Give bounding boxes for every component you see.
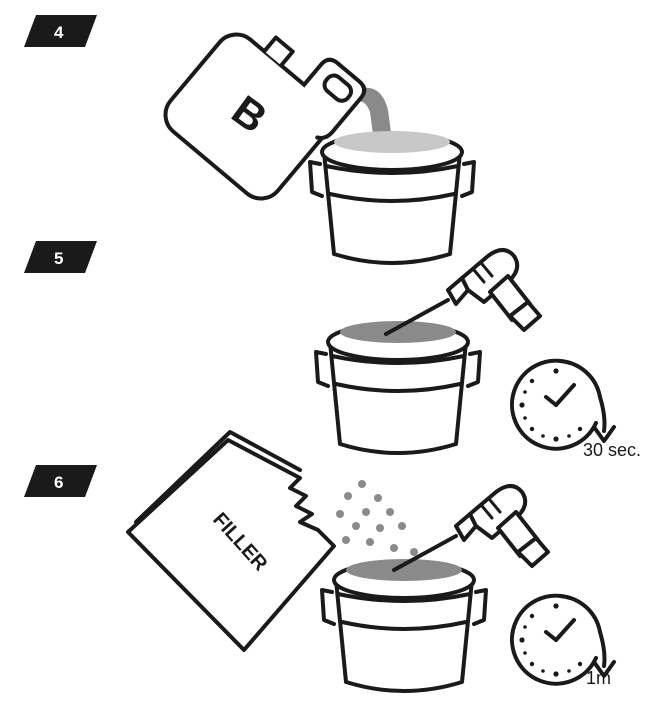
step-badge-5: 5 (24, 241, 97, 273)
drill-mixer-icon (394, 486, 548, 570)
stopwatch-icon (512, 361, 614, 449)
bucket-icon (316, 321, 480, 453)
step-number-4: 4 (54, 23, 64, 42)
timer-label-30s: 30 sec. (583, 440, 641, 460)
filler-particles (336, 480, 418, 556)
step-number-5: 5 (54, 249, 63, 268)
step-number-6: 6 (54, 473, 63, 492)
filler-bag-icon: FILLER (128, 432, 334, 650)
step-5: 5 30 sec. (24, 241, 641, 460)
step-badge-6: 6 (24, 465, 97, 497)
step-6: 6 FILLER (24, 432, 614, 691)
bucket-icon (310, 131, 474, 263)
step-badge-4: 4 (24, 15, 97, 47)
step-4: 4 B (24, 0, 474, 263)
bucket-icon (322, 559, 486, 691)
timer-label-1m: 1m (586, 668, 611, 688)
